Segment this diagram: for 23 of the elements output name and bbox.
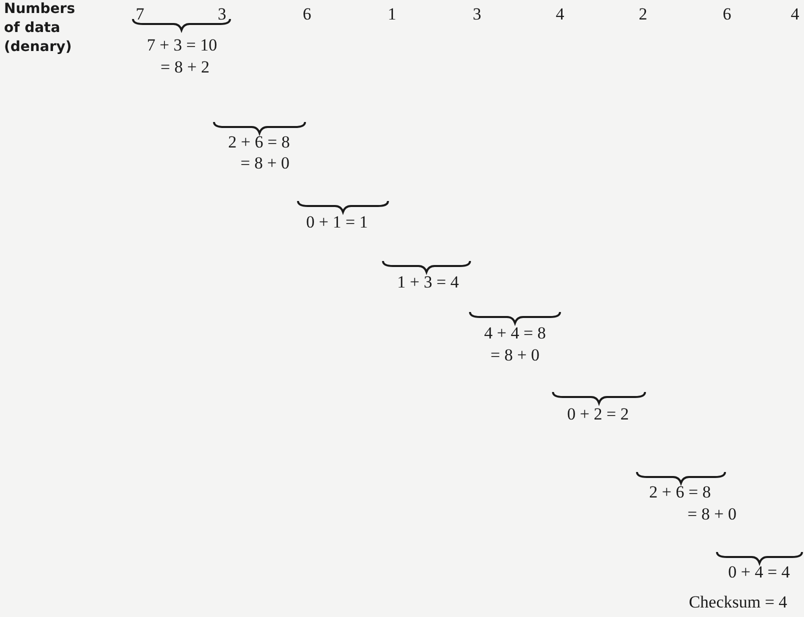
data-number: 1	[388, 6, 396, 24]
addition-step: 4 + 4 = 8	[484, 324, 546, 344]
addition-step: = 8 + 2	[160, 58, 210, 78]
addition-step: 7 + 3 = 10	[146, 36, 218, 56]
addition-step: 0 + 1 = 1	[306, 214, 368, 232]
checksum-result: Checksum = 4	[688, 594, 788, 612]
data-number: 4	[790, 6, 800, 24]
addition-step: = 8 + 0	[240, 154, 290, 174]
addition-step: 0 + 4 = 4	[728, 564, 790, 582]
addition-step: = 8 + 0	[490, 346, 540, 366]
data-number: 4	[556, 6, 564, 24]
data-number: 3	[472, 6, 482, 24]
data-number: 7	[136, 6, 144, 24]
row-heading: Numbers of data (denary)	[4, 0, 76, 57]
addition-step: = 8 + 0	[688, 506, 736, 524]
data-number: 6	[722, 6, 732, 24]
addition-step: 1 + 3 = 4	[397, 274, 459, 292]
data-number: 6	[302, 6, 312, 24]
addition-step: 2 + 6 = 8	[228, 134, 290, 152]
addition-step: 2 + 6 = 8	[649, 484, 711, 502]
data-number: 3	[218, 6, 226, 24]
addition-step: 0 + 2 = 2	[567, 406, 629, 424]
data-number: 2	[638, 6, 648, 24]
